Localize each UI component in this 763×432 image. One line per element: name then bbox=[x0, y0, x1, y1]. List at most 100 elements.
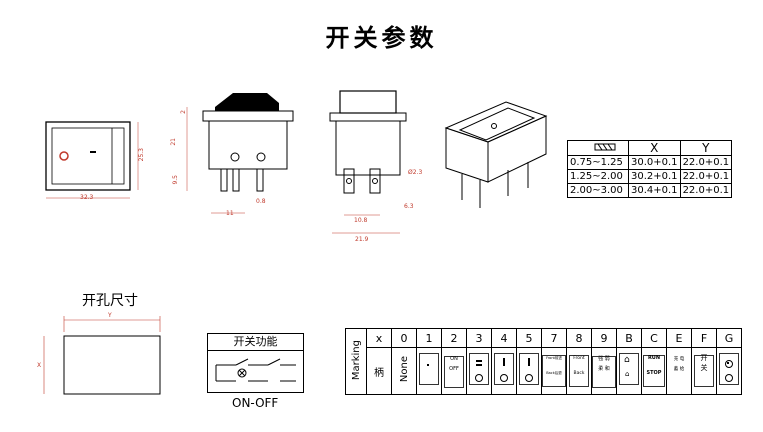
side-rivet-1 bbox=[230, 152, 240, 162]
marking-code: B bbox=[616, 328, 642, 348]
spec-y: 22.0+0.1 bbox=[679, 169, 733, 184]
spec-range: 2.00~3.00 bbox=[567, 183, 629, 198]
switch-mode-label: ON-OFF bbox=[232, 396, 279, 410]
iso-top bbox=[444, 101, 548, 143]
marking-code: 8 bbox=[566, 328, 592, 348]
back-pin-offset-dim: 6.3 bbox=[404, 203, 414, 210]
cutout-drawing bbox=[43, 316, 161, 395]
front-outer-frame bbox=[45, 121, 131, 191]
front-width-dim: 32.3 bbox=[80, 194, 94, 201]
spec-row: 0.75~1.25 30.0+0.1 22.0+0.1 bbox=[567, 155, 733, 170]
marking-code: C bbox=[641, 328, 667, 348]
side-pin-1 bbox=[220, 168, 228, 192]
back-rocker bbox=[339, 90, 397, 114]
marking-symbol-1 bbox=[416, 347, 442, 395]
front-height-dim: 25.3 bbox=[138, 148, 145, 162]
cutout-y-label: Y bbox=[108, 312, 112, 319]
spec-row: 2.00~3.00 30.4+0.1 22.0+0.1 bbox=[567, 183, 733, 198]
spec-y: 22.0+0.1 bbox=[679, 183, 733, 198]
isometric-view-drawing bbox=[444, 101, 548, 208]
marking-code: F bbox=[691, 328, 717, 348]
switch-circuit-icon bbox=[215, 358, 296, 382]
side-pin-thickness-dim: 0.8 bbox=[256, 198, 266, 205]
spec-header-gauge bbox=[567, 140, 629, 156]
page-title: 开关参数 bbox=[325, 24, 438, 52]
side-pin-3 bbox=[256, 168, 264, 192]
marking-code: 9 bbox=[591, 328, 617, 348]
marking-symbol-f: 开关 bbox=[691, 347, 717, 395]
marking-code: G bbox=[716, 328, 742, 348]
spec-table: X Y 0.75~1.25 30.0+0.1 22.0+0.1 1.25~2.0… bbox=[567, 140, 733, 198]
marking-symbol-b: ⌂⌂ bbox=[616, 347, 642, 395]
off-symbol bbox=[59, 151, 69, 161]
marking-code: 3 bbox=[466, 328, 492, 348]
back-pin-hole-2 bbox=[372, 178, 378, 184]
spec-x: 30.0+0.1 bbox=[628, 155, 681, 170]
front-view-drawing bbox=[45, 121, 139, 199]
marking-code: 5 bbox=[516, 328, 542, 348]
side-pin-2 bbox=[232, 168, 240, 192]
marking-code: E bbox=[666, 328, 692, 348]
marking-table: Marking x 0 1 2 3 4 5 7 8 9 B C E F G 柄 … bbox=[345, 328, 742, 395]
marking-symbol-g bbox=[716, 347, 742, 395]
marking-code: 1 bbox=[416, 328, 442, 348]
spec-header-row: X Y bbox=[567, 140, 733, 156]
spec-row: 1.25~2.00 30.2+0.1 22.0+0.1 bbox=[567, 169, 733, 184]
marking-x-label: x bbox=[366, 328, 392, 348]
cutout-x-label: X bbox=[37, 362, 42, 369]
marking-code: 0 bbox=[391, 328, 417, 348]
fan-icon: ⌂ bbox=[624, 355, 630, 365]
marking-code: 7 bbox=[541, 328, 567, 348]
side-terminal-dim: 9.5 bbox=[172, 175, 179, 185]
cutout-rect bbox=[63, 335, 161, 395]
back-view-drawing bbox=[329, 90, 407, 234]
marking-code: 2 bbox=[441, 328, 467, 348]
spec-x: 30.4+0.1 bbox=[628, 183, 681, 198]
marking-row-label: Marking bbox=[350, 339, 362, 381]
back-flange bbox=[329, 112, 407, 122]
side-body bbox=[208, 120, 288, 170]
switch-function-box: 开关功能 bbox=[207, 333, 304, 393]
marking-none: None bbox=[391, 347, 417, 395]
marking-symbol-e: 充 电蓄 给 bbox=[666, 347, 692, 395]
spec-y: 22.0+0.1 bbox=[679, 155, 733, 170]
iso-rocker bbox=[458, 107, 536, 141]
cutout-heading: 开孔尺寸 bbox=[82, 293, 138, 309]
marking-symbol-3 bbox=[466, 347, 492, 395]
side-view-drawing bbox=[186, 93, 294, 214]
marking-code: 4 bbox=[491, 328, 517, 348]
marking-symbol-9: 强 弱柔 和 bbox=[591, 347, 617, 395]
side-pin-spacing-dim: 11 bbox=[226, 210, 234, 217]
switch-function-label: 开关功能 bbox=[208, 334, 303, 351]
spec-range: 1.25~2.00 bbox=[567, 169, 629, 184]
marking-handle: 柄 bbox=[366, 347, 392, 395]
spec-header-x: X bbox=[628, 140, 681, 156]
side-height-dim: 21 bbox=[170, 138, 177, 146]
spec-header-y: Y bbox=[679, 140, 733, 156]
side-top-dim: 2 bbox=[180, 110, 187, 114]
side-body-top bbox=[202, 110, 294, 122]
iso-front-face bbox=[445, 127, 489, 183]
marking-symbol-5 bbox=[516, 347, 542, 395]
back-pin-hole-1 bbox=[346, 178, 352, 184]
side-rocker bbox=[215, 93, 279, 111]
marking-row-label-cell: Marking bbox=[345, 328, 367, 395]
back-width-dim: 21.9 bbox=[355, 236, 369, 243]
back-hole-dim: Ø2.3 bbox=[408, 169, 423, 176]
iso-side-face bbox=[487, 115, 547, 183]
spec-x: 30.2+0.1 bbox=[628, 169, 681, 184]
side-rivet-2 bbox=[256, 152, 266, 162]
front-rocker bbox=[51, 127, 125, 185]
marking-symbol-4 bbox=[491, 347, 517, 395]
spec-range: 0.75~1.25 bbox=[567, 155, 629, 170]
back-pin-2 bbox=[369, 168, 381, 194]
back-body bbox=[335, 120, 401, 176]
marking-header-row: Marking x 0 1 2 3 4 5 7 8 9 B C E F G bbox=[345, 328, 742, 395]
back-pin-spacing-dim: 10.8 bbox=[354, 217, 368, 224]
back-pin-1 bbox=[343, 168, 355, 194]
